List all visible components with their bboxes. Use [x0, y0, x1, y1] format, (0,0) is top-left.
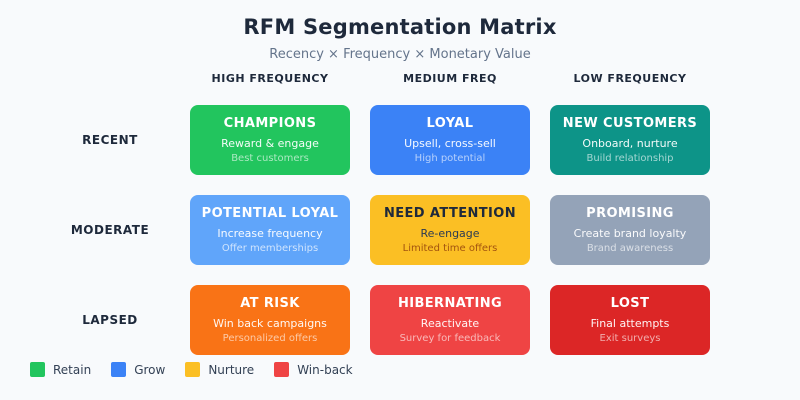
- page-title: RFM Segmentation Matrix: [243, 15, 557, 39]
- legend-item-win-back: Win-back: [274, 362, 353, 377]
- cell-title: AT RISK: [240, 296, 300, 311]
- cell-title: CHAMPIONS: [223, 116, 317, 131]
- legend: Retain Grow Nurture Win-back: [30, 362, 353, 377]
- cell-note: High potential: [414, 153, 486, 164]
- cell-note: Build relationship: [586, 153, 674, 164]
- cell-at-risk: AT RISK Win back campaigns Personalized …: [190, 285, 350, 355]
- cell-action: Increase frequency: [217, 227, 323, 240]
- legend-item-nurture: Nurture: [185, 362, 254, 377]
- legend-swatch-win-back: [274, 362, 290, 377]
- row-label-recent: RECENT: [82, 133, 138, 147]
- cell-lost: LOST Final attempts Exit surveys: [550, 285, 710, 355]
- column-header-high-frequency: HIGH FREQUENCY: [211, 72, 329, 85]
- cell-action: Create brand loyalty: [573, 227, 687, 240]
- legend-item-grow: Grow: [111, 362, 165, 377]
- cell-action: Final attempts: [590, 317, 670, 330]
- cell-title: LOYAL: [426, 116, 474, 131]
- cell-note: Personalized offers: [222, 333, 318, 344]
- cell-title: PROMISING: [586, 206, 674, 221]
- cell-potential-loyal: POTENTIAL LOYAL Increase frequency Offer…: [190, 195, 350, 265]
- cell-action: Onboard, nurture: [582, 137, 678, 150]
- legend-label: Retain: [53, 362, 92, 377]
- cell-note: Brand awareness: [586, 243, 674, 254]
- cell-champions: CHAMPIONS Reward & engage Best customers: [190, 105, 350, 175]
- cell-title: POTENTIAL LOYAL: [201, 206, 339, 221]
- cell-title: NEW CUSTOMERS: [562, 116, 698, 131]
- cell-action: Reward & engage: [221, 137, 319, 150]
- cell-title: LOST: [610, 296, 650, 311]
- cell-action: Win back campaigns: [213, 317, 327, 330]
- cell-note: Offer memberships: [221, 243, 319, 254]
- cell-new-customers: NEW CUSTOMERS Onboard, nurture Build rel…: [550, 105, 710, 175]
- row-label-moderate: MODERATE: [70, 223, 150, 237]
- legend-swatch-nurture: [185, 362, 201, 377]
- legend-swatch-grow: [111, 362, 127, 377]
- cell-note: Exit surveys: [599, 333, 661, 344]
- cell-action: Upsell, cross-sell: [404, 137, 496, 150]
- cell-hibernating: HIBERNATING Reactivate Survey for feedba…: [370, 285, 530, 355]
- cell-loyal: LOYAL Upsell, cross-sell High potential: [370, 105, 530, 175]
- row-label-lapsed: LAPSED: [82, 313, 138, 327]
- cell-note: Limited time offers: [402, 243, 498, 254]
- column-header-low-frequency: LOW FREQUENCY: [573, 72, 687, 85]
- cell-note: Survey for feedback: [399, 333, 501, 344]
- legend-label: Win-back: [297, 362, 353, 377]
- cell-title: HIBERNATING: [397, 296, 503, 311]
- cell-action: Re-engage: [420, 227, 480, 240]
- column-header-medium-freq: MEDIUM FREQ: [403, 72, 497, 85]
- cell-title: NEED ATTENTION: [383, 206, 517, 221]
- rfm-matrix: HIGH FREQUENCY MEDIUM FREQ LOW FREQUENCY…: [50, 70, 710, 355]
- page-subtitle: Recency × Frequency × Monetary Value: [269, 47, 531, 62]
- cell-promising: PROMISING Create brand loyalty Brand awa…: [550, 195, 710, 265]
- legend-item-retain: Retain: [30, 362, 91, 377]
- cell-need-attention: NEED ATTENTION Re-engage Limited time of…: [370, 195, 530, 265]
- legend-label: Nurture: [208, 362, 255, 377]
- page-header: RFM Segmentation Matrix Recency × Freque…: [0, 15, 800, 62]
- legend-swatch-retain: [30, 362, 45, 377]
- legend-label: Grow: [134, 362, 166, 377]
- cell-action: Reactivate: [420, 317, 480, 330]
- cell-note: Best customers: [231, 153, 309, 164]
- matrix-corner-spacer: [50, 70, 170, 85]
